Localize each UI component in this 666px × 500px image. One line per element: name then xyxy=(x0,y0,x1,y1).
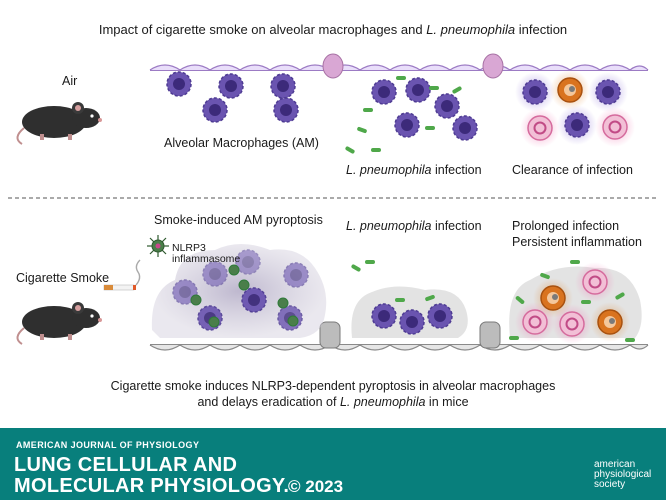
title-suffix: infection xyxy=(518,22,568,37)
prolonged-label: Prolonged infection xyxy=(512,219,620,233)
smoke-infection-species: L. pneumophila xyxy=(346,219,432,233)
smoke-epithelium xyxy=(149,321,649,351)
cigarette-icon xyxy=(103,259,141,291)
smoke-infection-group xyxy=(350,260,468,338)
society-line3: society xyxy=(594,479,626,490)
copyright-year: © 2023 xyxy=(288,477,344,496)
air-epithelium xyxy=(149,53,649,79)
clearance-label: Clearance of infection xyxy=(512,163,633,177)
society-line2: physiological xyxy=(594,469,652,480)
prolonged-infection-group xyxy=(509,260,642,344)
conclusion-line1: Cigarette smoke induces NLRP3-dependent … xyxy=(110,379,556,393)
title-species: L. pneumophila xyxy=(426,22,516,37)
alveolar-macrophages-group xyxy=(166,71,299,123)
air-infection-group xyxy=(344,76,478,155)
pyroptosis-label: Smoke-induced AM pyroptosis xyxy=(154,213,323,227)
journal-footer: AMERICAN JOURNAL OF PHYSIOLOGY LUNG CELL… xyxy=(0,428,666,500)
conclusion-line2: and delays eradication of L. pneumophila… xyxy=(0,395,666,409)
nlrp3-line1: NLRP3 xyxy=(172,242,206,254)
smoke-infection-label: L. pneumophila infection xyxy=(346,219,482,233)
conclusion-species: L. pneumophila xyxy=(339,395,426,409)
persistent-label: Persistent inflammation xyxy=(512,235,642,249)
smoke-infection-suffix: infection xyxy=(434,219,482,233)
figure-title: Impact of cigarette smoke on alveolar ma… xyxy=(0,22,666,37)
smoke-group-label: Cigarette Smoke xyxy=(16,271,110,285)
nlrp3-label: NLRP3 inflammasome xyxy=(172,243,240,265)
journal-small-title: AMERICAN JOURNAL OF PHYSIOLOGY xyxy=(16,440,200,450)
am-label: Alveolar Macrophages (AM) xyxy=(164,136,319,150)
journal-title-line1: LUNG CELLULAR AND xyxy=(14,454,238,476)
nlrp3-inflammasome-icon xyxy=(147,235,169,257)
pyroptosis-group xyxy=(151,244,327,338)
conclusion-suffix: in mice xyxy=(428,395,469,409)
journal-title-line2: MOLECULAR PHYSIOLOGY. xyxy=(14,475,290,497)
mouse-smoke-icon xyxy=(16,302,102,345)
society-line1: american xyxy=(594,459,636,470)
title-text: Impact of cigarette smoke on alveolar ma… xyxy=(98,22,423,37)
mouse-air-icon xyxy=(16,102,102,145)
air-infection-suffix: infection xyxy=(434,163,482,177)
air-group-label: Air xyxy=(62,74,78,88)
clearance-group xyxy=(515,70,635,148)
conclusion-prefix: and delays eradication of xyxy=(197,395,337,409)
air-infection-species: L. pneumophila xyxy=(346,163,432,177)
air-infection-label: L. pneumophila infection xyxy=(346,163,482,177)
nlrp3-line2: inflammasome xyxy=(172,253,241,265)
society-name: american physiological society xyxy=(594,460,651,490)
